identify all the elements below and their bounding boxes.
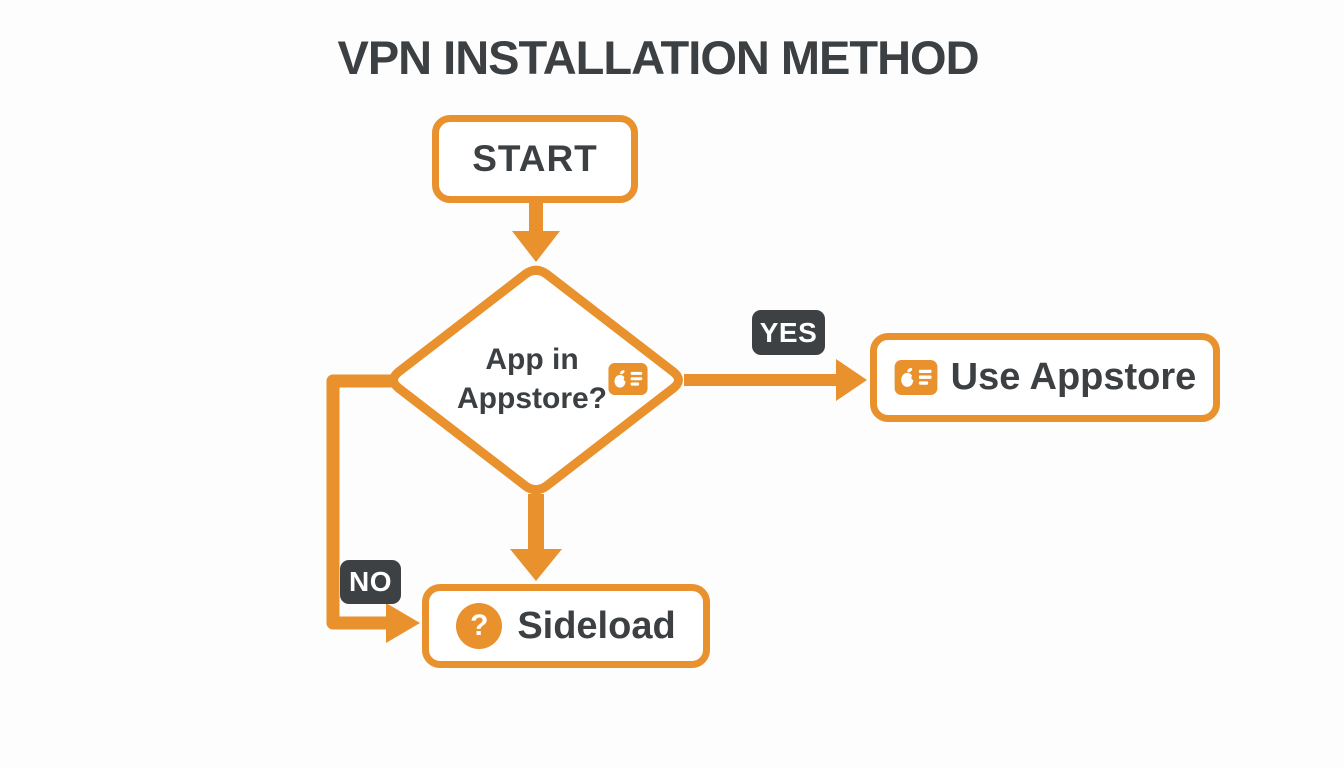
edge-decision-sideload-arrowhead [510,549,562,581]
decision-label-line1: App in [485,343,579,376]
start-label: START [472,138,598,179]
edge-start-decision-shaft [529,198,543,232]
question-mark-icon: ? [456,603,503,649]
edge-decision-sideload-shaft [528,494,544,551]
diagram-title: VPN INSTALLATION METHOD [337,31,979,84]
edge-yes-arrowhead [836,359,867,401]
appstore-badge-icon [608,363,648,395]
edge-start-decision-arrowhead [512,231,560,262]
node-sideload: ? Sideload [422,584,710,668]
decision-icon-wrap [608,363,648,400]
sideload-label: Sideload [517,604,676,647]
edge-label-no: NO [340,560,401,604]
node-use-appstore: Use Appstore [870,333,1220,422]
edge-no-line [326,374,392,630]
appstore-badge-icon [894,360,938,395]
edge-label-yes: YES [752,310,825,355]
node-start: START [432,115,638,203]
decision-label: App in Appstore? [421,340,643,418]
decision-label-line2: Appstore? [457,382,607,415]
edge-no-arrowhead [386,603,420,643]
edge-yes-shaft [684,374,838,386]
decision-diamond [389,265,683,495]
use-appstore-label: Use Appstore [950,356,1197,398]
